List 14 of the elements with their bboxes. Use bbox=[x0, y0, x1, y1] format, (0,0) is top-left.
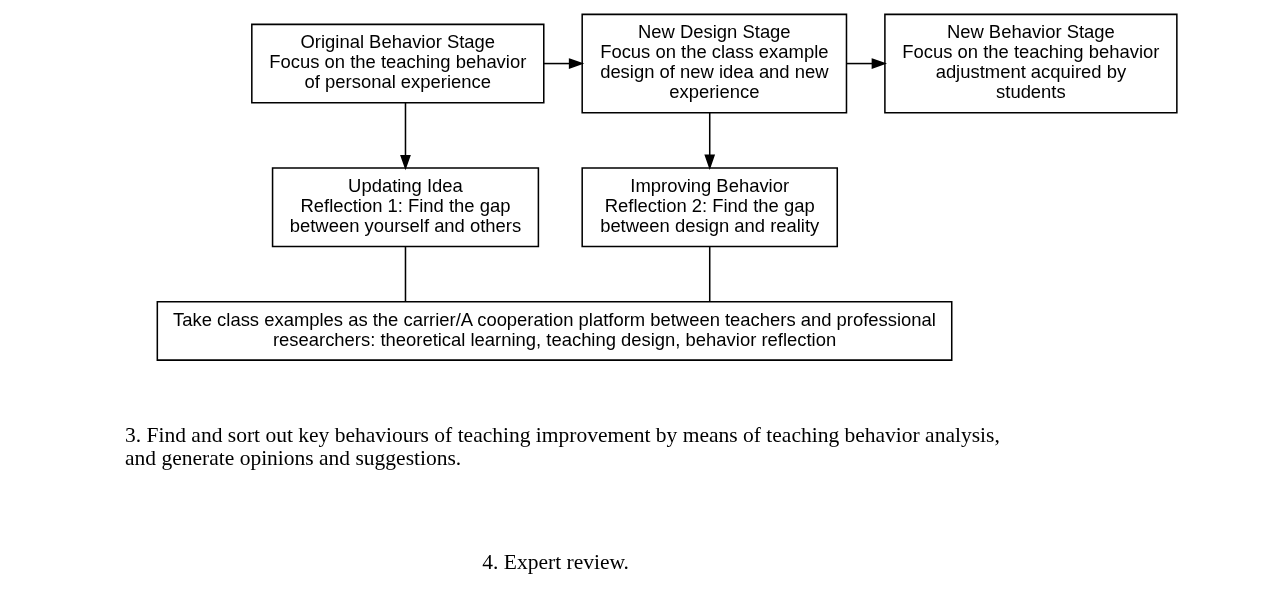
arrow bbox=[399, 102, 411, 171]
node-box: Updating Idea Reflection 1: Find the gap between yourself and others bbox=[271, 167, 539, 248]
node-box: Original Behavior Stage Focus on the teaching behavior of personal experience bbox=[250, 23, 545, 104]
node-box: Take class examples as the carrier/A cooperation platform between teachers and professional researchers: theoretical learning, teaching design, behavior reflection bbox=[156, 300, 952, 361]
connector bbox=[708, 246, 710, 303]
connector bbox=[404, 246, 406, 303]
label: 4. Expert review. bbox=[481, 549, 629, 574]
arrow bbox=[845, 58, 887, 69]
node-box: New Design Stage Focus on the class example design of new idea and new experience bbox=[580, 13, 847, 114]
label: 3. Find and sort out key behaviours of teaching improvement by means of teaching behavior analysis, and generate opinions and suggestions. bbox=[124, 422, 1000, 470]
arrow bbox=[542, 58, 584, 69]
arrow bbox=[703, 112, 715, 170]
node-box: Improving Behavior Reflection 2: Find the gap between design and reality bbox=[580, 167, 838, 248]
node-box: New Behavior Stage Focus on the teaching behavior adjustment acquired by students bbox=[883, 13, 1178, 114]
